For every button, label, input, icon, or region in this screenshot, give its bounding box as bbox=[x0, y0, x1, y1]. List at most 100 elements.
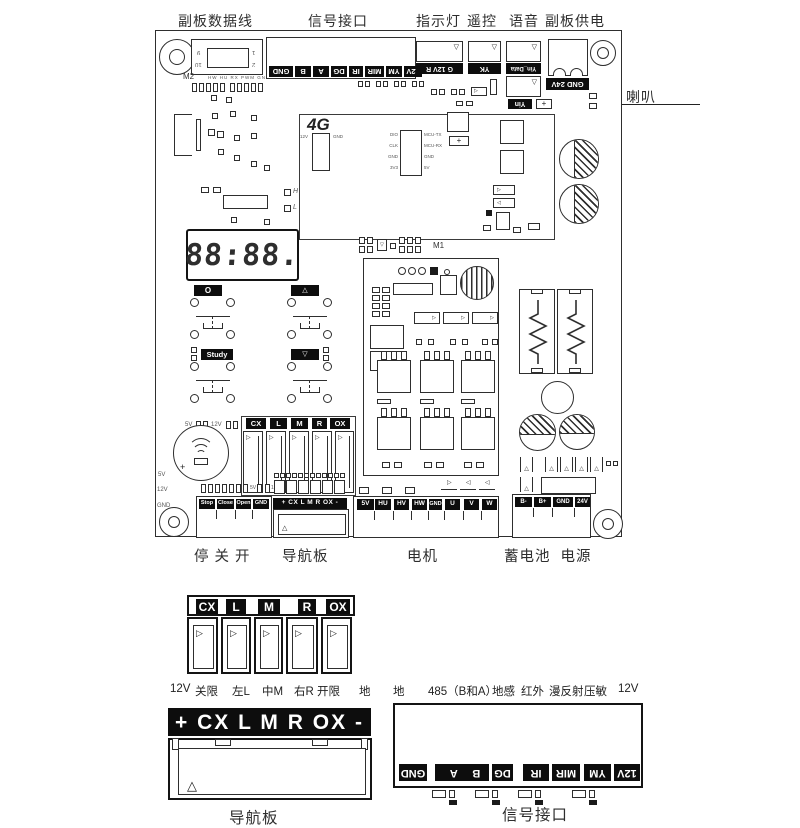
pad bbox=[265, 484, 270, 493]
capacitor-polarity-hatch bbox=[560, 415, 594, 435]
battery-pin-gnd: GND bbox=[553, 497, 573, 507]
detail-signal-caption-gnd: 地 bbox=[393, 686, 405, 698]
transistor bbox=[420, 351, 454, 393]
pad bbox=[365, 81, 370, 87]
pad bbox=[462, 339, 468, 345]
4g-ic-pin: DIO bbox=[389, 132, 398, 137]
4g-title: 4G bbox=[307, 115, 330, 134]
nav-connector: △ bbox=[273, 509, 349, 538]
connector-tab bbox=[215, 739, 231, 746]
pad bbox=[466, 101, 473, 106]
component bbox=[490, 79, 497, 95]
pad bbox=[383, 81, 388, 87]
4g-ic-pin: MCU-RX bbox=[424, 143, 442, 148]
motor-pin-u: U bbox=[445, 499, 460, 510]
detail-signal-caption-12v: 12V bbox=[618, 683, 639, 695]
detail-signal-connector: GND B A DG IR MIR YM 12V bbox=[393, 703, 643, 788]
buzzer: + bbox=[173, 425, 229, 481]
nav-jumper-block bbox=[274, 473, 346, 497]
led-marker: △ bbox=[560, 457, 573, 472]
pad bbox=[572, 790, 586, 798]
detail-relay-ox: OX bbox=[326, 599, 350, 614]
speaker-plus-terminal: + bbox=[536, 99, 552, 109]
triangle-right-icon: ▷ bbox=[490, 315, 494, 321]
pad bbox=[405, 487, 415, 494]
button-open-label: O bbox=[194, 285, 222, 296]
label-speaker: 喇叭 bbox=[626, 89, 656, 105]
resistor-pack bbox=[519, 289, 555, 374]
pad bbox=[382, 295, 390, 301]
led bbox=[233, 421, 238, 429]
pad bbox=[251, 83, 256, 92]
buzzer-body bbox=[194, 458, 208, 465]
m2-label: M2 bbox=[183, 72, 195, 81]
signal-pin-mir: MIR bbox=[365, 66, 384, 77]
pad bbox=[215, 484, 220, 493]
triangle-right-icon: ▷ bbox=[196, 628, 203, 638]
indicator-connector: ▽ bbox=[416, 41, 463, 62]
capacitor-polarity-hatch bbox=[574, 140, 598, 178]
detail-relay-caption-gnd: 地 bbox=[359, 686, 371, 698]
triangle-right-icon: ▷ bbox=[246, 435, 251, 441]
gate-driver: ▷ bbox=[472, 312, 498, 324]
detail-signal-caption-infrared: 红外 bbox=[521, 686, 544, 698]
pad bbox=[589, 790, 595, 798]
pad bbox=[382, 287, 390, 293]
detail-relay: ▷ bbox=[321, 617, 352, 674]
led-marker: △ bbox=[545, 457, 558, 472]
detail-relay-caption-right: 右R bbox=[294, 686, 314, 698]
motor-pin-w: W bbox=[482, 499, 497, 510]
label-signal-interface: 信号接口 bbox=[308, 13, 368, 29]
pad bbox=[436, 462, 444, 468]
detail-relay-l: L bbox=[226, 599, 246, 614]
battery-pin-bplus: B+ bbox=[534, 497, 551, 507]
button-study-label: Study bbox=[201, 349, 233, 360]
signal-pin-ir: IR bbox=[349, 66, 363, 77]
detail-signal-pin-12v: 12V bbox=[614, 764, 640, 781]
pad bbox=[191, 355, 197, 361]
pad bbox=[450, 339, 456, 345]
battery-pin-bminus: B- bbox=[515, 497, 532, 507]
pad bbox=[358, 81, 363, 87]
pad bbox=[220, 83, 225, 92]
pad bbox=[399, 237, 405, 244]
indicator-connector-label: G 12V R bbox=[416, 63, 463, 74]
m2-pin-10: 10 bbox=[195, 61, 202, 67]
pad bbox=[589, 800, 597, 805]
pad bbox=[257, 484, 262, 493]
signal-pin-ym: YM bbox=[386, 66, 402, 77]
triangle-down-icon: ▽ bbox=[491, 44, 497, 51]
pad bbox=[212, 113, 218, 119]
4g-ic-pin: 5V bbox=[424, 165, 430, 170]
pad bbox=[382, 462, 390, 468]
pad bbox=[251, 115, 257, 121]
display-value: 88:88. bbox=[184, 237, 301, 273]
pad bbox=[408, 267, 416, 275]
capacitor bbox=[541, 381, 574, 414]
pad bbox=[431, 89, 437, 95]
detail-relay-r: R bbox=[298, 599, 316, 614]
hall-marker-bar bbox=[479, 489, 495, 490]
pad bbox=[428, 339, 434, 345]
component bbox=[393, 283, 433, 295]
component bbox=[500, 120, 524, 144]
pad bbox=[412, 81, 417, 87]
connector-latch bbox=[172, 738, 179, 750]
triangle-left-icon: ◁ bbox=[485, 480, 490, 486]
led-marker: △ bbox=[590, 457, 603, 472]
pad bbox=[367, 237, 373, 244]
triangle-right-icon: ▷ bbox=[230, 628, 237, 638]
transistor bbox=[461, 408, 495, 450]
transistor bbox=[420, 408, 454, 450]
buzzer-sound-arc bbox=[192, 444, 210, 462]
detail-relay: ▷ bbox=[254, 617, 283, 674]
label-sub-board-power: 副板供电 bbox=[545, 13, 605, 29]
pad bbox=[492, 339, 498, 345]
motor-connector: 5V HU HV HW GND U V W bbox=[353, 496, 499, 538]
pad bbox=[613, 461, 618, 466]
detail-signal-caption-diffuse: 漫反射 bbox=[549, 686, 584, 698]
capacitor bbox=[559, 139, 599, 179]
4g-reg-gnd: GND bbox=[333, 134, 343, 139]
capacitor bbox=[559, 414, 595, 450]
